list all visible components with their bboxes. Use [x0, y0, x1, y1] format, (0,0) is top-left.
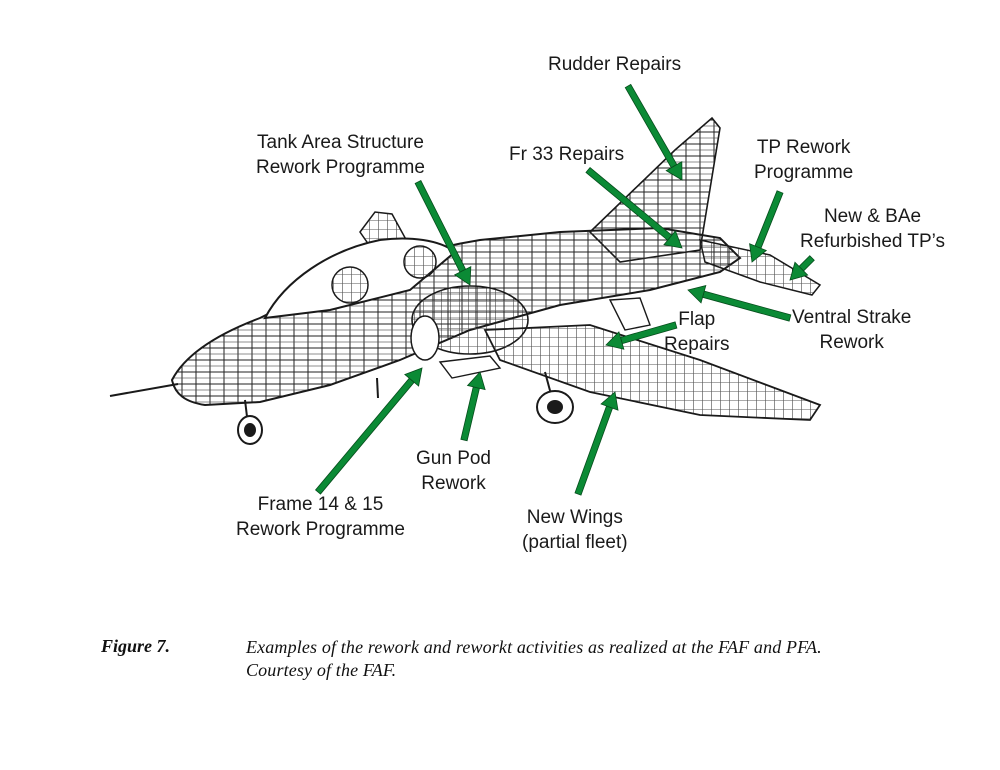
figure-number: Figure 7.	[101, 636, 171, 656]
label-fr33-repairs: Fr 33 Repairs	[509, 144, 625, 165]
label-rudder-repairs: Rudder Repairs	[548, 54, 682, 75]
arrow-flap	[605, 321, 678, 350]
arrow-fr33	[585, 166, 683, 249]
arrow-frame	[314, 367, 423, 495]
label-new-wings: New Wings(partial fleet)	[522, 507, 628, 553]
arrow-new-tp	[789, 255, 815, 281]
arrow-tank	[414, 180, 472, 286]
gun-pod	[438, 355, 502, 379]
arrow-gun-pod	[460, 371, 486, 442]
landing-gear	[237, 371, 574, 445]
callout-arrows	[314, 83, 815, 496]
arrow-rudder	[624, 83, 683, 181]
arrow-tp-rework	[749, 190, 784, 263]
arrow-wings	[574, 391, 619, 496]
tailplane	[699, 239, 822, 296]
pitot-probe	[109, 383, 179, 397]
ventral-strake	[608, 297, 651, 331]
near-wing	[483, 324, 822, 421]
arrow-ventral	[687, 285, 792, 322]
figure-caption: Examples of the rework and reworkt activ…	[246, 637, 822, 680]
